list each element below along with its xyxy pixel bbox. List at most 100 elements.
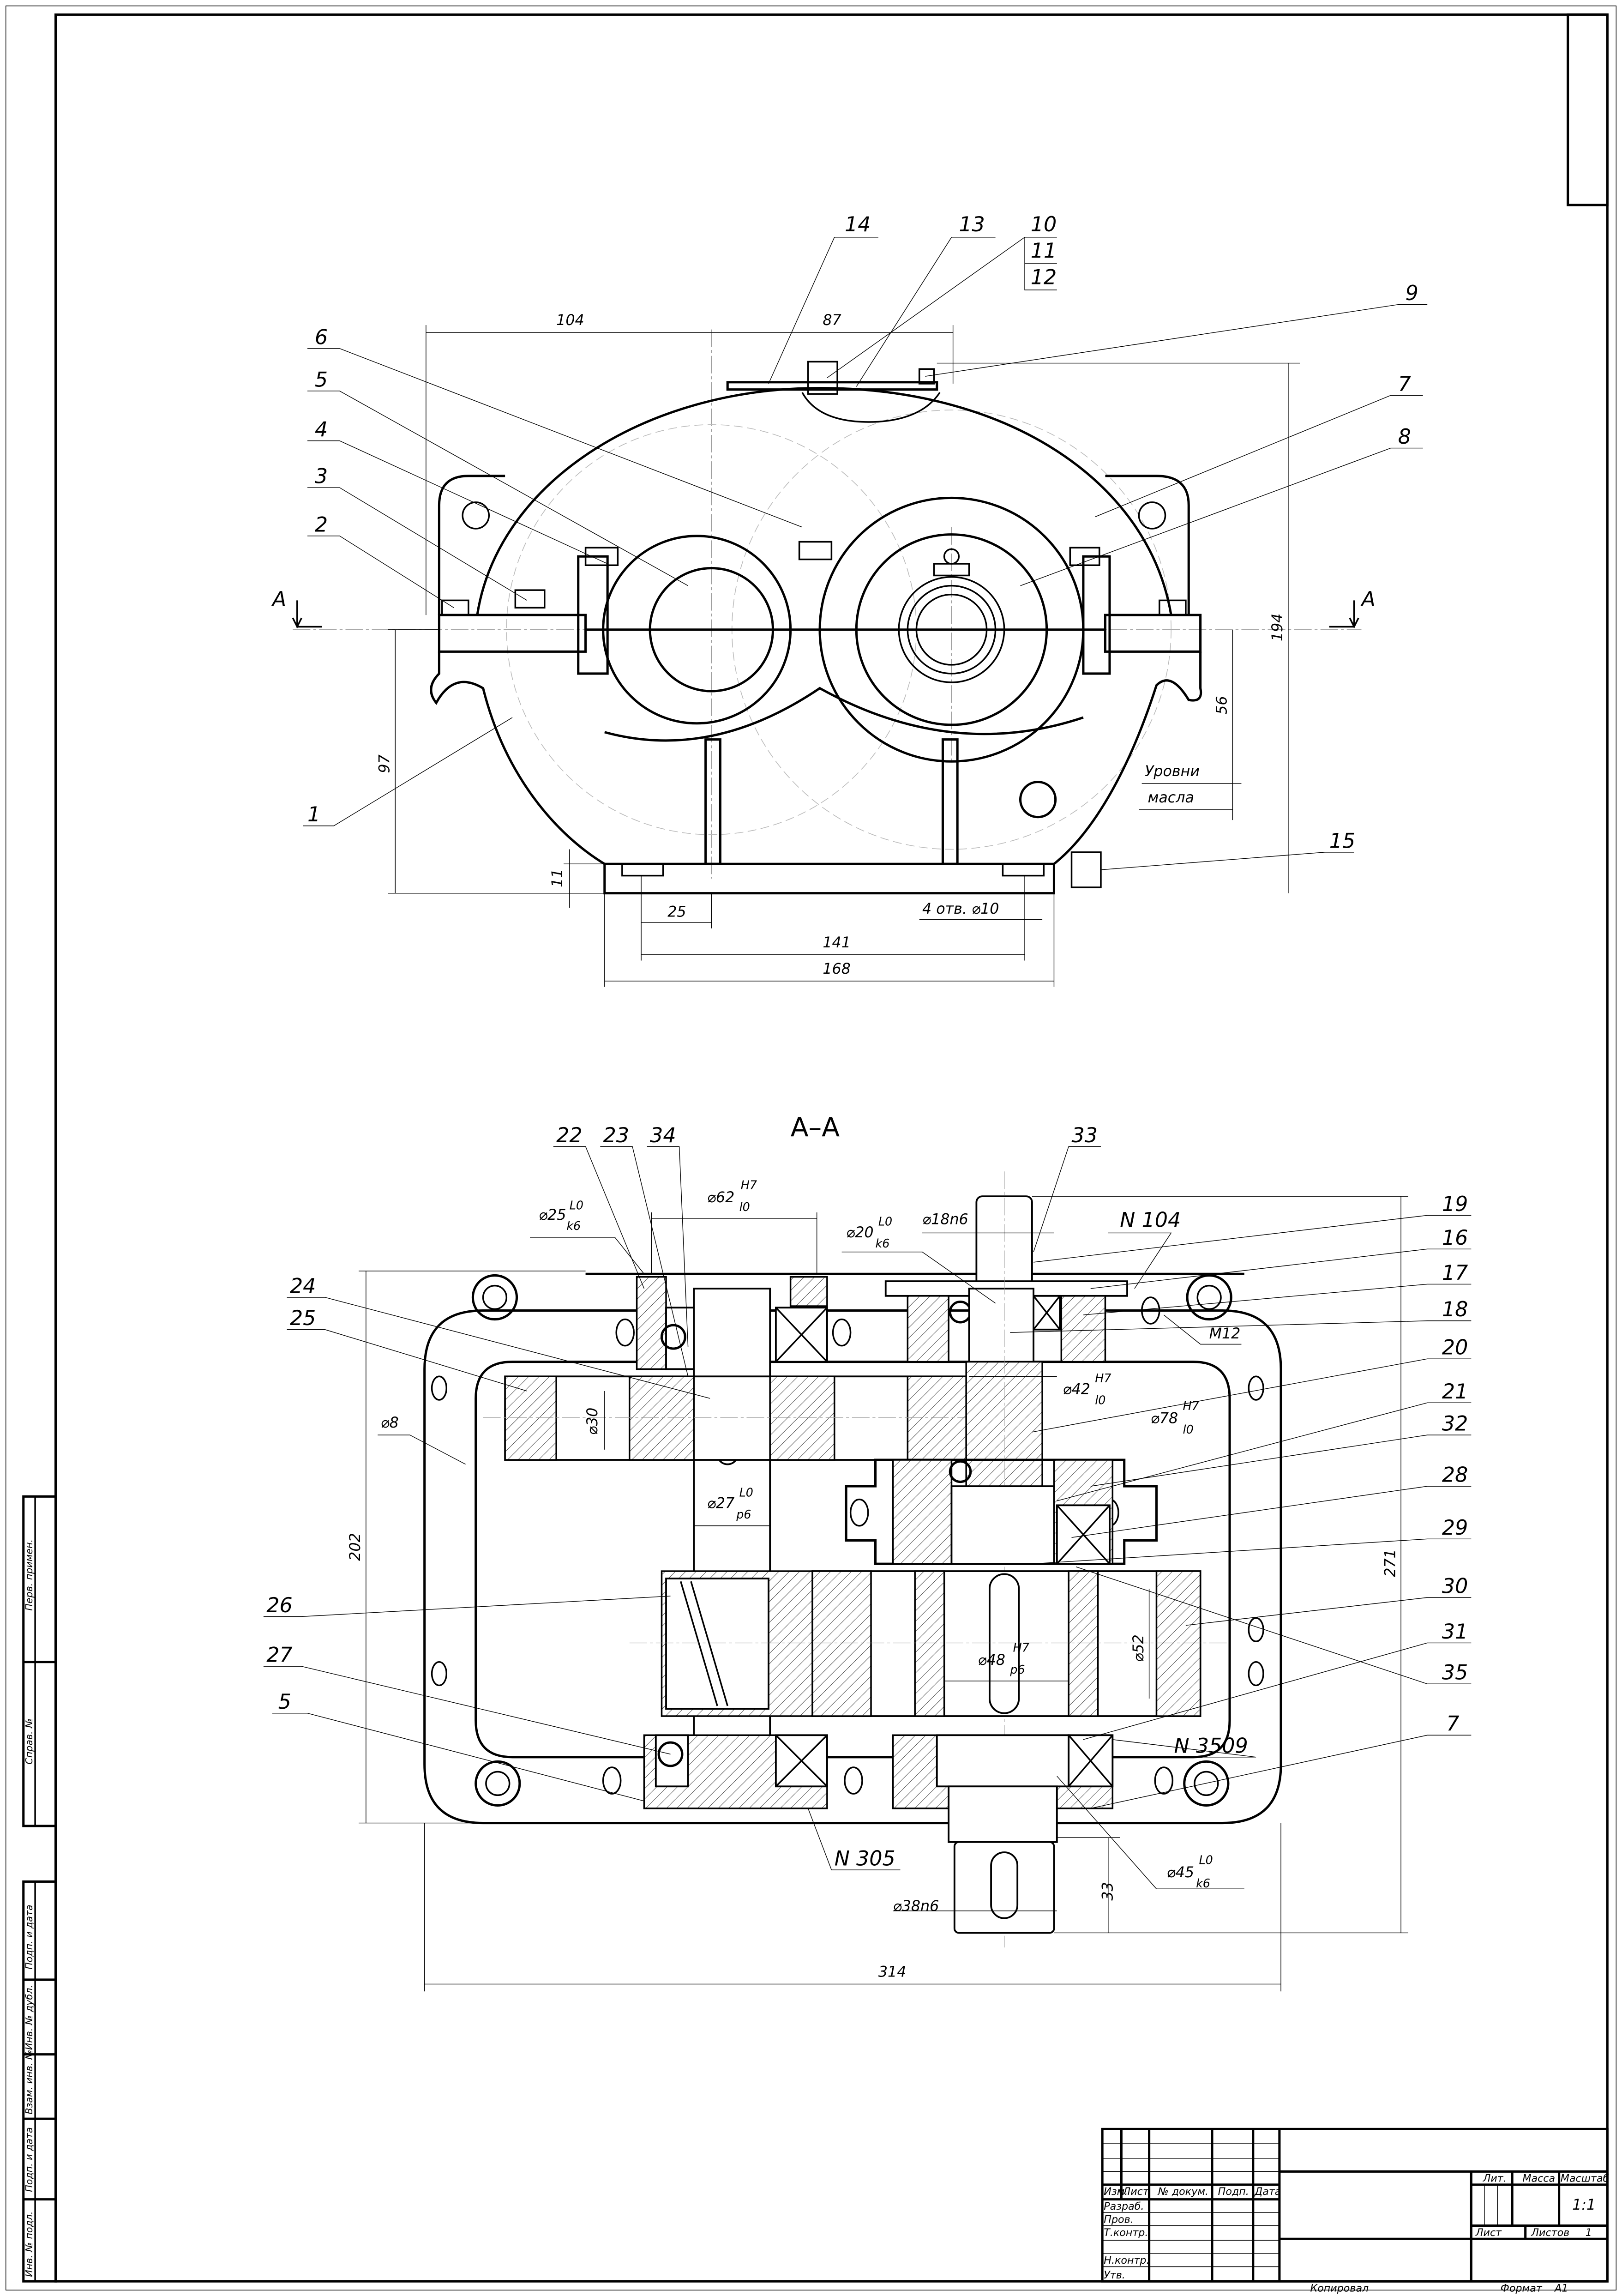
position-34: 34 xyxy=(650,1124,676,1147)
tb-role: Разраб. xyxy=(1104,2200,1144,2212)
scale-label: Масштаб xyxy=(1561,2173,1609,2185)
sheets-label: Листов xyxy=(1531,2227,1569,2239)
position-8: 8 xyxy=(1398,425,1411,449)
position-32: 32 xyxy=(1442,1412,1468,1436)
fit-20: ⌀20 L0 k6 xyxy=(841,1215,996,1304)
sheets-value: 1 xyxy=(1586,2227,1592,2239)
front-view: А А 104 87 194 97 56 11 25 141 168 xyxy=(271,213,1428,987)
fit-den: k6 xyxy=(1196,1876,1210,1890)
stamp-label: Перв. примен. xyxy=(24,1539,35,1611)
position-25: 25 xyxy=(290,1307,316,1330)
dim-141: 141 xyxy=(823,934,851,951)
tb-role: Н.контр. xyxy=(1104,2254,1149,2266)
dim-194: 194 xyxy=(1269,614,1286,642)
dim-33: 33 xyxy=(1099,1882,1116,1900)
position-21: 21 xyxy=(1442,1380,1468,1404)
fit-27: ⌀27 L0 p6 xyxy=(694,1485,770,1526)
sheet-label: Лист xyxy=(1475,2227,1502,2239)
position-19: 19 xyxy=(1442,1193,1468,1216)
fit-main: ⌀45 xyxy=(1167,1864,1194,1881)
position-6: 6 xyxy=(315,325,328,349)
copied-label: Копировал xyxy=(1310,2282,1369,2294)
tb-header: Подп. xyxy=(1218,2186,1249,2198)
position-16: 16 xyxy=(1442,1226,1468,1250)
position-2: 2 xyxy=(315,513,328,536)
position-leaders: 14 13 10 11 12 9 6 5 4 3 2 7 8 1 xyxy=(303,213,1428,870)
fit-den: p6 xyxy=(1009,1663,1025,1676)
fit-num: H7 xyxy=(1013,1640,1029,1654)
fit-main: ⌀20 xyxy=(846,1224,873,1241)
dim-d30: ⌀30 xyxy=(584,1408,601,1435)
title-block: Изм. Лист № докум. Подп. Дата Разраб. Пр… xyxy=(1101,2127,1609,2294)
position-33: 33 xyxy=(1072,1124,1098,1147)
dim-d52: ⌀52 xyxy=(1130,1634,1147,1662)
fit-num: L0 xyxy=(1199,1853,1213,1867)
position-5: 5 xyxy=(315,368,328,392)
dim-56: 56 xyxy=(1214,696,1231,714)
position-10: 10 xyxy=(1031,213,1057,236)
dim-271: 271 xyxy=(1382,1549,1399,1577)
section-mark-right: А xyxy=(1360,588,1375,611)
position-20: 20 xyxy=(1442,1336,1468,1360)
fit-num: L0 xyxy=(739,1485,753,1499)
bearing-n305: N 305 xyxy=(835,1847,895,1871)
position-27: 27 xyxy=(266,1644,293,1667)
position-30: 30 xyxy=(1442,1575,1468,1598)
dim-d18: ⌀18n6 xyxy=(922,1211,968,1228)
section-mark-left: А xyxy=(271,588,286,611)
position-12: 12 xyxy=(1031,265,1057,289)
fit-main: ⌀25 xyxy=(539,1207,566,1223)
position-35: 35 xyxy=(1442,1661,1468,1685)
position-5: 5 xyxy=(278,1690,291,1714)
position-3: 3 xyxy=(315,465,328,488)
section-view: А–А xyxy=(263,1112,1472,1992)
dim-104: 104 xyxy=(556,312,584,329)
stamp-label: Инв. № подл. xyxy=(24,2212,35,2277)
position-18: 18 xyxy=(1442,1298,1468,1321)
side-stamp: Перв. примен. Справ. № Подп. и дата Инв.… xyxy=(22,1495,57,2283)
fit-num: H7 xyxy=(741,1178,757,1192)
dim-97: 97 xyxy=(377,754,393,773)
stamp-label: Подп. и дата xyxy=(24,2127,35,2192)
fit-62: ⌀62 H7 l0 xyxy=(651,1178,817,1274)
position-23: 23 xyxy=(603,1124,630,1147)
oil-level-label: масла xyxy=(1147,789,1194,806)
dim-25: 25 xyxy=(667,904,686,920)
position-28: 28 xyxy=(1442,1464,1468,1487)
stamp-label: Инв. № дубл. xyxy=(24,1985,35,2050)
fit-main: ⌀42 xyxy=(1063,1381,1090,1398)
sheet-frame xyxy=(5,6,1617,2290)
stamp-label: Взам. инв. № xyxy=(24,2050,35,2115)
fit-78: ⌀78 H7 l0 xyxy=(1151,1399,1199,1436)
fit-main: ⌀62 xyxy=(707,1189,734,1206)
dim-holes: 4 отв. ⌀10 xyxy=(922,901,999,917)
scale-value: 1:1 xyxy=(1572,2197,1596,2213)
fit-num: H7 xyxy=(1183,1399,1199,1413)
format-value: A1 xyxy=(1554,2282,1568,2294)
fit-den: k6 xyxy=(876,1236,890,1250)
bearing-n104: N 104 xyxy=(1120,1209,1181,1232)
mass-label: Масса xyxy=(1522,2173,1555,2185)
position-7: 7 xyxy=(1398,373,1411,396)
position-29: 29 xyxy=(1442,1516,1468,1540)
dim-87: 87 xyxy=(823,312,841,329)
fit-main: ⌀48 xyxy=(978,1652,1005,1669)
position-13: 13 xyxy=(959,213,985,236)
position-9: 9 xyxy=(1406,282,1418,305)
tb-header: Лист xyxy=(1123,2186,1149,2198)
fit-45: ⌀45 L0 k6 xyxy=(1057,1776,1244,1890)
tb-header: Дата xyxy=(1254,2186,1281,2198)
position-26: 26 xyxy=(266,1594,293,1617)
thread-m12: M12 xyxy=(1209,1326,1241,1342)
fit-42: ⌀42 H7 l0 xyxy=(969,1371,1111,1407)
dim-d38: ⌀38n6 xyxy=(893,1898,939,1915)
fit-num: H7 xyxy=(1095,1371,1111,1385)
tb-role: Пров. xyxy=(1104,2213,1133,2225)
position-4: 4 xyxy=(315,418,328,441)
stamp-label: Справ. № xyxy=(24,1718,35,1764)
fit-den: l0 xyxy=(1183,1422,1194,1436)
position-leaders: 22 23 34 33 19 16 17 18 20 21 32 28 29 xyxy=(263,1124,1472,1809)
fit-48: ⌀48 H7 p6 xyxy=(944,1640,1069,1681)
position-15: 15 xyxy=(1329,829,1356,853)
